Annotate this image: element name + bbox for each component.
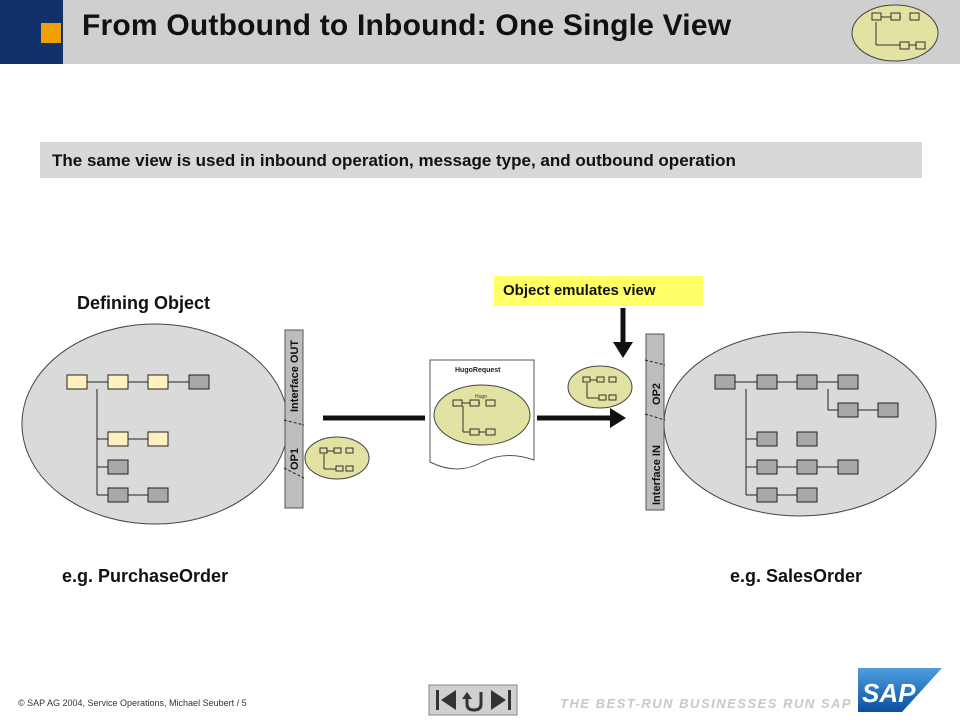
op2-label: OP2: [651, 383, 663, 405]
subtitle-text: The same view is used in inbound operati…: [52, 151, 736, 170]
flow-arrowhead: [610, 408, 626, 428]
nav-return-icon[interactable]: [459, 687, 487, 713]
inbound-view-ellipse: [567, 365, 633, 409]
outbound-view-ellipse: [304, 436, 370, 480]
tree-view-icon: [851, 4, 939, 62]
message-title: HugoRequest: [455, 367, 501, 374]
page-title: From Outbound to Inbound: One Single Vie…: [82, 9, 732, 42]
right-object-tree: [714, 374, 899, 503]
interface-out-bar: [284, 329, 304, 509]
interface-in-bar: [645, 333, 665, 511]
nav-last-icon[interactable]: [487, 687, 515, 713]
nav-controls: [428, 684, 518, 716]
sap-logo-text: SAP: [862, 678, 916, 708]
message-inner-label: Hugo: [475, 394, 487, 400]
header-accent-square: [41, 23, 61, 43]
footer-copyright: © SAP AG 2004, Service Operations, Micha…: [18, 698, 247, 708]
left-object-tree: [66, 374, 210, 503]
emulates-highlight-box: [494, 276, 703, 306]
header-bar: [0, 0, 960, 64]
sales-order-label: e.g. SalesOrder: [730, 566, 863, 586]
emulates-arrowhead: [613, 342, 633, 358]
emulates-label: Object emulates view: [503, 282, 656, 299]
op1-label: OP1: [289, 448, 301, 470]
subtitle-box: [40, 142, 922, 178]
copyright-icon: ©: [18, 698, 25, 708]
sap-logo[interactable]: SAP: [858, 668, 944, 712]
footer-tagline: THE BEST-RUN BUSINESSES RUN SAP: [560, 696, 853, 711]
nav-first-icon[interactable]: [431, 687, 459, 713]
defining-object-label: Defining Object: [77, 293, 211, 313]
interface-out-label: Interface OUT: [289, 340, 301, 412]
purchase-order-label: e.g. PurchaseOrder: [62, 566, 229, 586]
interface-in-label: Interface IN: [651, 445, 663, 505]
